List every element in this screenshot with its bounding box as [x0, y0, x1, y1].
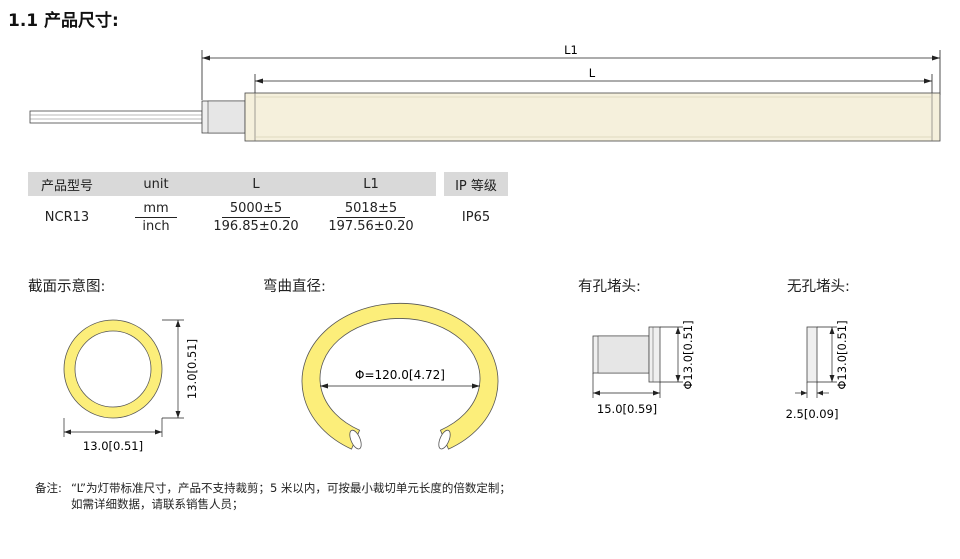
hole-cap-vertical-dim: Φ13.0[0.51]	[681, 320, 695, 389]
no-hole-cap-title: 无孔堵头:	[787, 279, 850, 295]
bend-diameter-title: 弯曲直径:	[263, 279, 326, 295]
hole-cap-horizontal-dim: 15.0[0.59]	[597, 402, 657, 416]
cap-flange	[648, 326, 661, 383]
cell-model: NCR13	[44, 209, 90, 225]
inner-hole	[74, 330, 152, 408]
no-hole-cap-horizontal-dim: 2.5[0.09]	[786, 407, 839, 421]
table-header-row: 产品型号 unit L L1 IP 等级	[28, 172, 508, 196]
light-strip-tube	[244, 92, 941, 142]
no-hole-cap-drawing: Φ13.0[0.51] 2.5[0.09]	[786, 320, 849, 421]
note-line-2: 如需详细数据，请联系销售人员；	[71, 497, 244, 511]
cross-section-title: 截面示意图:	[28, 279, 106, 295]
cell-ip: IP65	[461, 209, 491, 225]
header-ip: IP 等级	[444, 172, 508, 196]
header-l1: L1	[306, 172, 436, 196]
header-model: 产品型号	[28, 172, 106, 196]
footnote: 备注: “L”为灯带标准尺寸，产品不支持裁剪；5 米以内，可按最小裁切单元长度的倍…	[35, 480, 511, 512]
l-dimension-label: L	[589, 66, 596, 80]
header-l: L	[206, 172, 306, 196]
bend-diameter-drawing: Φ=120.0[4.72]	[301, 302, 499, 450]
cross-vertical-dim: 13.0[0.51]	[185, 339, 199, 399]
product-length-drawing: L1 L	[29, 43, 941, 142]
flat-cap	[806, 326, 818, 383]
hole-cap-drawing: Φ13.0[0.51] 15.0[0.59]	[592, 320, 695, 416]
header-unit: unit	[106, 172, 206, 196]
cable	[29, 110, 203, 124]
no-hole-cap-vertical-dim: Φ13.0[0.51]	[835, 320, 849, 389]
cross-horizontal-dim: 13.0[0.51]	[83, 439, 143, 453]
section-heading: 1.1 产品尺寸:	[8, 11, 119, 31]
hole-cap-title: 有孔堵头:	[578, 279, 641, 295]
cross-section-drawing: 13.0[0.51] 13.0[0.51]	[63, 319, 199, 453]
bend-diameter-dim: Φ=120.0[4.72]	[355, 368, 445, 382]
l1-dimension-label: L1	[564, 43, 578, 57]
bent-strip	[301, 302, 499, 450]
note-label: 备注:	[35, 481, 62, 495]
note-line-1: “L”为灯带标准尺寸，产品不支持裁剪；5 米以内，可按最小裁切单元长度的倍数定制…	[71, 481, 511, 495]
